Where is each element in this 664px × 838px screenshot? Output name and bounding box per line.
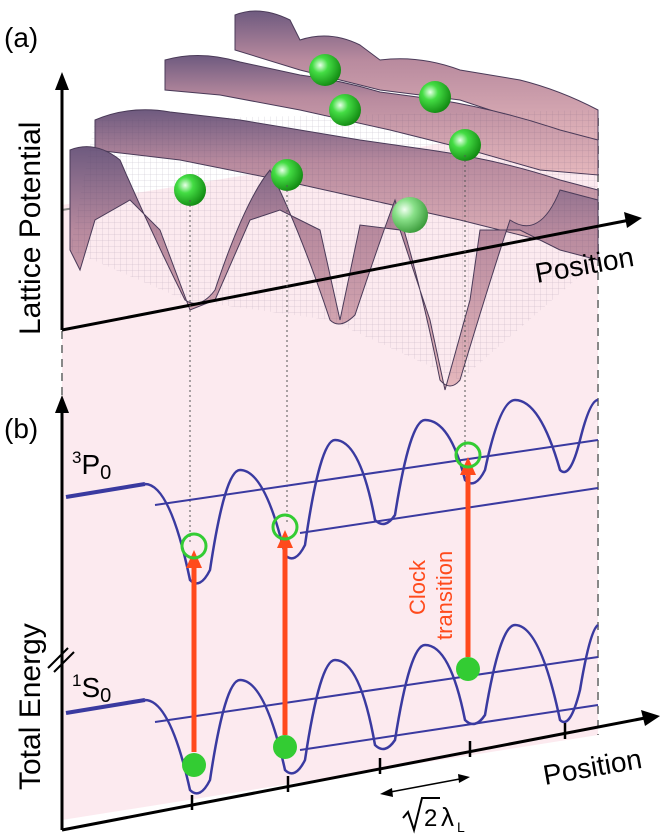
ground-state-base: S: [81, 672, 100, 703]
atom: [392, 197, 428, 233]
panel-a-x-arrowhead: [624, 212, 642, 228]
spacing-arrow: [380, 774, 470, 797]
ground-state-sup: 1: [72, 671, 81, 690]
excited-state-sub: 0: [100, 462, 111, 484]
atom: [419, 81, 451, 113]
energy-curves: [65, 398, 599, 795]
clock-label: Clock: [405, 559, 430, 615]
panel-b-x-label: Position: [541, 743, 644, 791]
panel-b-y-label: Total Energy: [14, 623, 47, 790]
atom: [174, 174, 206, 206]
lambda-subscript: L: [457, 819, 465, 835]
panel-a-y-label: Lattice Potential: [14, 122, 47, 335]
panel-a-y-arrowhead: [55, 72, 69, 90]
excited-state-ledge: [65, 482, 146, 499]
sqrt-factor: 2: [424, 805, 437, 832]
ground-atom: [456, 657, 480, 681]
ground-state-ledge: [65, 698, 146, 715]
panel-a-x-axis: [61, 218, 631, 332]
lattice-potential-surface: [69, 10, 599, 391]
excited-state-sup: 3: [72, 448, 81, 467]
atom: [309, 54, 341, 86]
axis-break-mark-2: [53, 651, 75, 673]
projection-lines: [189, 155, 466, 545]
axis-break-mark: [47, 647, 69, 669]
ground-state-sub: 0: [100, 685, 111, 707]
excited-band-line-2: [299, 487, 599, 534]
excited-band-line: [154, 439, 599, 506]
atom: [271, 159, 303, 191]
atom: [329, 94, 361, 126]
ground-band-line: [154, 656, 599, 723]
clock-transitions: [180, 441, 482, 777]
panel-b-y-arrowhead: [55, 395, 69, 413]
spacing-label: 2 λ L: [402, 797, 465, 835]
ground-atom: [182, 753, 206, 777]
panel-b-x-arrowhead: [641, 710, 660, 726]
ground-band-line-2: [299, 704, 599, 751]
sqrt-symbol: [402, 797, 440, 834]
ground-potential-curve: [144, 623, 599, 795]
panel-b-label: (b): [4, 413, 38, 444]
excited-atom-ring: [454, 441, 482, 469]
lattice-atoms: [174, 54, 481, 233]
atom: [449, 129, 481, 161]
ground-state-label: 1S0: [72, 671, 111, 707]
excited-state-label: 3P0: [72, 448, 111, 484]
ground-atom: [273, 735, 297, 759]
excited-state-base: P: [81, 449, 100, 480]
position-ticks: [190, 723, 567, 810]
transition-label: transition: [432, 551, 457, 640]
panel-a-label: (a): [4, 22, 38, 53]
panel-b-x-axis: [61, 716, 646, 832]
excited-atom-ring: [180, 532, 208, 560]
excited-atom-ring: [271, 513, 299, 541]
lambda-symbol: λ: [441, 802, 454, 832]
